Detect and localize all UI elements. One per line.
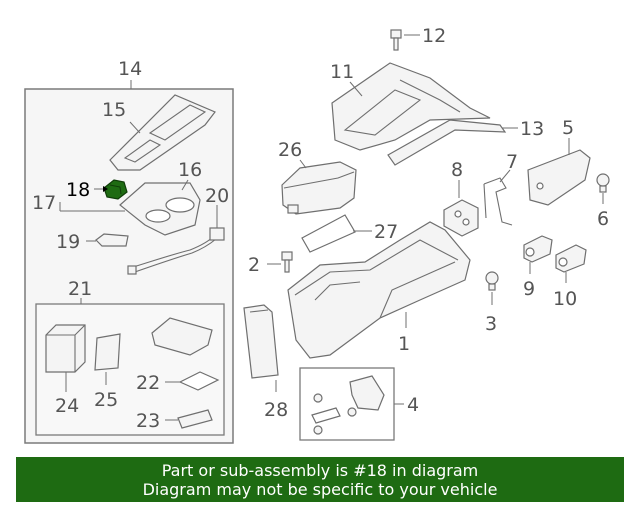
- part-15-console-panel[interactable]: [109, 94, 216, 171]
- part-tray[interactable]: [151, 317, 213, 356]
- info-banner: Part or sub-assembly is #18 in diagram D…: [16, 457, 624, 502]
- part-10-switch[interactable]: [555, 244, 587, 273]
- callout-23: 23: [136, 410, 160, 432]
- callout-22: 22: [136, 372, 160, 394]
- part-24-module[interactable]: [45, 324, 86, 373]
- callout-9: 9: [523, 278, 535, 300]
- callout-24: 24: [55, 395, 79, 417]
- callout-13: 13: [520, 118, 544, 140]
- callout-4: 4: [407, 394, 419, 416]
- callout-26: 26: [278, 139, 302, 161]
- callout-6: 6: [597, 208, 609, 230]
- banner-line-1: Part or sub-assembly is #18 in diagram: [161, 461, 479, 480]
- part-6-clip[interactable]: [596, 173, 610, 193]
- callout-2: 2: [248, 254, 260, 276]
- part-9-switch[interactable]: [523, 235, 553, 263]
- part-23-pad[interactable]: [177, 409, 213, 429]
- callout-20: 20: [205, 185, 229, 207]
- part-1-console-body[interactable]: [287, 221, 471, 359]
- part-8-bracket[interactable]: [443, 199, 479, 237]
- callout-12: 12: [422, 25, 446, 47]
- part-11-bracket[interactable]: [331, 62, 491, 151]
- part-22-clip[interactable]: [178, 371, 220, 391]
- callout-21: 21: [68, 278, 92, 300]
- part-16-cup-holder[interactable]: [119, 182, 201, 236]
- banner-line-2: Diagram may not be specific to your vehi…: [142, 480, 498, 499]
- callout-28: 28: [264, 399, 288, 421]
- callout-15: 15: [102, 99, 126, 121]
- callout-8: 8: [451, 159, 463, 181]
- callout-11: 11: [330, 61, 354, 83]
- callout-1: 1: [398, 333, 410, 355]
- part-25-pad[interactable]: [94, 333, 121, 371]
- callout-27: 27: [374, 221, 398, 243]
- part-4-bracket[interactable]: [311, 375, 385, 435]
- part-2-screw[interactable]: [281, 251, 293, 273]
- part-26-armrest-lid[interactable]: [281, 161, 357, 215]
- callout-17: 17: [32, 192, 56, 214]
- part-3-clip[interactable]: [485, 271, 499, 291]
- parts-diagram: 14 21 15 16 18 17 19 20: [24, 25, 610, 444]
- part-13-rail[interactable]: [387, 119, 507, 166]
- callout-25: 25: [94, 389, 118, 411]
- part-5-side-trim[interactable]: [527, 149, 591, 206]
- part-18-switch[interactable]: [103, 179, 128, 200]
- part-20-wiring-harness[interactable]: [127, 227, 225, 275]
- part-12-bolt[interactable]: [390, 29, 402, 51]
- callout-14: 14: [118, 58, 142, 80]
- callout-3: 3: [485, 313, 497, 335]
- part-19-cover[interactable]: [95, 233, 129, 247]
- callout-5: 5: [562, 117, 574, 139]
- callout-7: 7: [506, 151, 518, 173]
- callout-10: 10: [553, 288, 577, 310]
- part-7-wire-frame[interactable]: [483, 177, 513, 226]
- part-27-mat[interactable]: [301, 214, 356, 253]
- callout-16: 16: [178, 159, 202, 181]
- callout-18: 18: [66, 179, 90, 201]
- part-28-side-panel[interactable]: [243, 304, 279, 379]
- callout-19: 19: [56, 231, 80, 253]
